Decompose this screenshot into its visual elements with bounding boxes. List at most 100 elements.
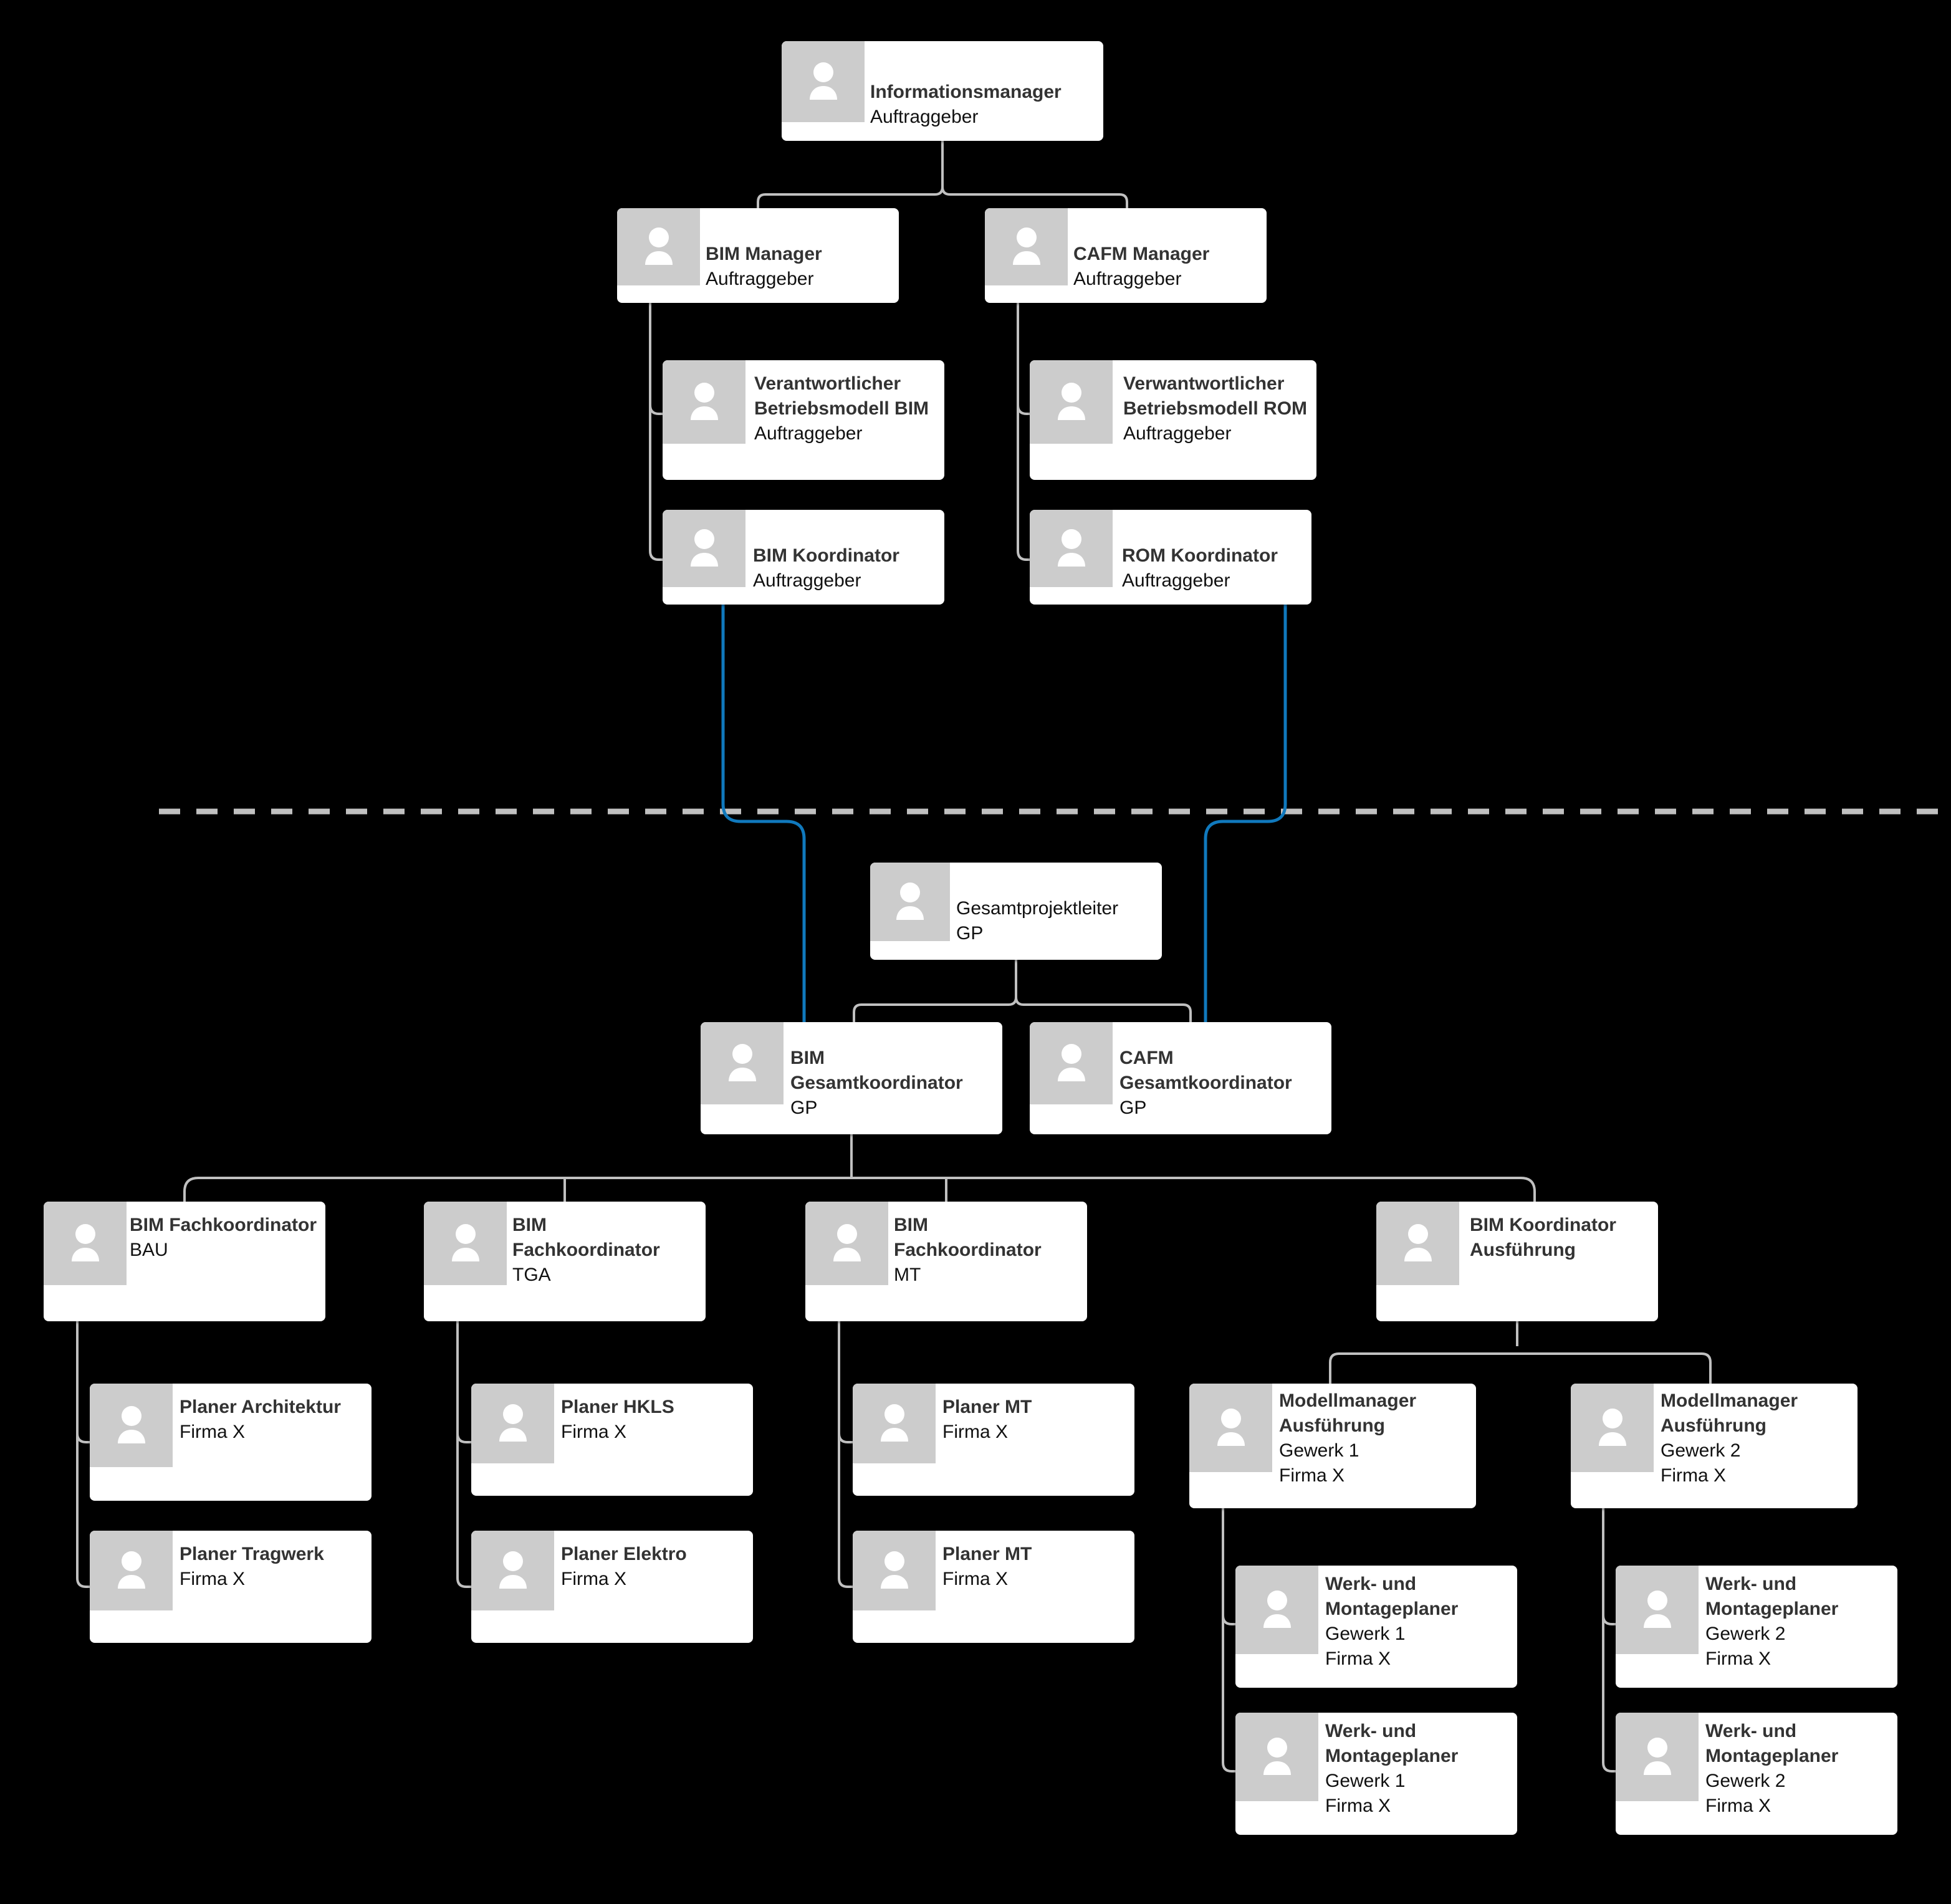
person-icon [1376,1202,1459,1285]
node-org-label: Firma X [180,1569,245,1589]
node-org-label: Auftraggeber [754,423,863,444]
edge-fktga-hkls [456,1321,471,1443]
edge-bimkoordinator-to-bimgesamtkoordinator [721,605,806,1022]
node-role-title: CAFM Manager [1073,244,1210,264]
node-org-label: BAU [130,1240,168,1260]
person-icon [1616,1713,1699,1801]
node-org-label: Auftraggeber [1073,269,1182,289]
node-role-title: CAFM Gesamtkoordinator [1119,1048,1292,1093]
node-role-title: Modellmanager Ausführung [1661,1390,1798,1436]
edge-romkoordinator-to-cafmgesamtkoordinator [1204,605,1287,1022]
person-icon [90,1384,173,1467]
node-role-title: Planer MT [942,1397,1032,1417]
node-org-label: TGA [512,1265,551,1285]
edge-im-bimmanager [757,141,944,208]
person-icon [1235,1566,1318,1654]
node-role-title: Modellmanager Ausführung [1279,1390,1417,1436]
node-role-title: BIM Manager [706,244,822,264]
node-role-title: Verwantwortlicher Betriebsmodell ROM [1123,373,1308,419]
edge-gpl-bimgk [853,960,1017,1022]
person-icon [701,1022,784,1104]
person-icon [985,208,1068,285]
node-role-title: BIM Fachkoordinator [894,1215,1042,1260]
node-org-label-2: Firma X [1705,1796,1771,1816]
node-role-title: BIM Gesamtkoordinator [790,1048,963,1093]
person-icon [1030,360,1113,444]
node-org-label: Auftraggeber [706,269,814,289]
edge-cafmmanager-verwantwortlicher [1017,303,1030,415]
node-org-label: Gewerk 1 [1279,1440,1359,1461]
person-icon [471,1384,554,1463]
person-icon [663,360,745,444]
node-role-title: Planer Elektro [561,1544,687,1564]
node-org-label: Auftraggeber [870,107,979,127]
edge-fkbau-architektur [76,1321,90,1443]
node-org-label: MT [894,1265,921,1285]
person-icon [663,510,745,587]
person-icon [1189,1384,1272,1472]
edge-fkmt-planer2 [838,1321,853,1588]
person-icon [1235,1713,1318,1801]
node-bim-koordinator-ausfuehrung[interactable]: BIM Koordinator Ausführung [1376,1202,1658,1321]
node-role-title: Werk- und Montageplaner [1325,1574,1459,1619]
person-icon [617,208,700,285]
edge-fktga-elektro [456,1321,471,1588]
edge-bimmanager-verantwortlicher [649,303,663,415]
node-org-label: GP [790,1098,818,1118]
node-org-label: Auftraggeber [753,570,861,591]
node-role-title: Planer HKLS [561,1397,674,1417]
node-org-label: Firma X [561,1569,626,1589]
person-icon [424,1202,507,1285]
node-role-title: Werk- und Montageplaner [1705,1721,1839,1766]
node-org-label-2: Firma X [1325,1648,1391,1669]
node-org-label-2: Firma X [1705,1648,1771,1669]
edge-mmg1-wmp2 [1222,1508,1235,1772]
node-org-label: Auftraggeber [1122,570,1230,591]
node-role-title: Planer Architektur [180,1397,341,1417]
edge-cafmmanager-romkoordinator [1017,303,1030,561]
edge-mmg1-wmp1 [1222,1508,1235,1625]
node-org-label-2: Firma X [1661,1465,1726,1486]
node-role-title: BIM Koordinator [753,545,899,566]
